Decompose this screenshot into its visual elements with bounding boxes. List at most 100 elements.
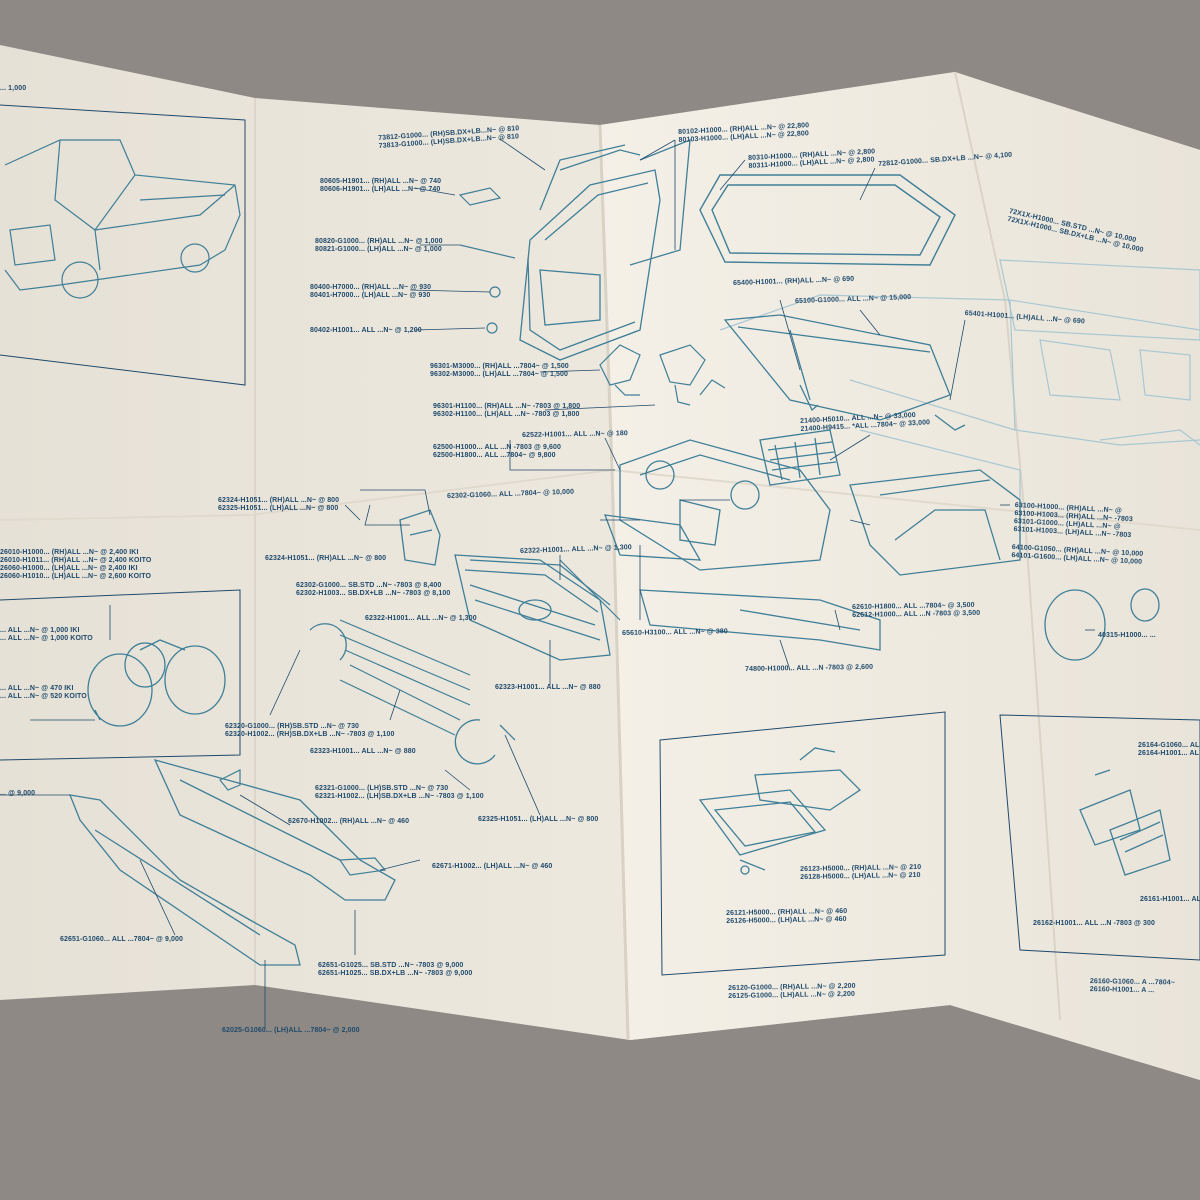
side-lamp-parts <box>1079 769 1171 876</box>
part-number-line: 62612-H1000... ALL ...N -7803 @ 3,500 <box>852 609 981 619</box>
callout-headlamp-ring: ... ALL ...N~ @ 470 IKI... ALL ...N~ @ 5… <box>0 685 87 701</box>
side-mirrors <box>599 344 726 406</box>
callout-hood-hinge-rh: 65400-H1001... (RH)ALL ...N~ @ 690 <box>733 276 854 288</box>
part-number-line: 80606-H1901... (LH)ALL ...N~ @ 740 <box>320 186 441 193</box>
part-number-line: 62322-H1001... ALL ...N~ @ 1,300 <box>520 544 632 555</box>
part-number-line: 26125-G1000... (LH)ALL ...N~ @ 2,200 <box>728 990 856 1000</box>
callout-headlamp-mount: ... ALL ...N~ @ 1,000 IKI... ALL ...N~ @… <box>0 627 93 643</box>
turn-lamp-box <box>659 711 946 976</box>
part-number-line: 26161-H1001... AL <box>1140 896 1200 903</box>
callout-side-lamp-base: 26162-H1001... ALL ...N -7803 @ 300 <box>1033 920 1155 928</box>
windshield-glass <box>699 174 956 266</box>
part-number-line: 26060-H1000... (LH)ALL ...N~ @ 2,400 IKI <box>0 565 138 572</box>
part-number-line: 62325-H1051... (LH)ALL ...N~ @ 800 <box>478 816 599 823</box>
leader-lines <box>0 138 1095 1030</box>
part-number-line: 96301-M3000... (RH)ALL ...7804~ @ 1,500 <box>430 363 569 370</box>
part-number-line: 80401-H7000... (LH)ALL ...N~ @ 930 <box>310 292 431 299</box>
paper-right-half <box>600 72 1200 1080</box>
part-number-line: 62670-H1002... (RH)ALL ...N~ @ 460 <box>288 818 410 825</box>
callout-corner-top: ... 1,000 <box>0 85 26 93</box>
callout-round-lamp: 40315-H1000... ... <box>1098 632 1156 640</box>
part-number-line: 96302-M3000... (LH)ALL ...7804~ @ 1,500 <box>430 371 569 378</box>
fender <box>849 469 1021 576</box>
part-number-line: 26164-H1001... AL <box>1138 750 1199 757</box>
part-number-line: 26160-H1001... A ... <box>1089 985 1155 995</box>
part-number-line: 26128-H5000... (LH)ALL ...N~ @ 210 <box>800 871 921 881</box>
part-number-line: 26010-H1011... (RH)ALL ...N~ @ 2,400 KOI… <box>0 557 152 564</box>
part-number-line: 62322-H1001... ALL ...N~ @ 1,300 <box>365 615 477 622</box>
part-number-line: 65400-H1001... (RH)ALL ...N~ @ 690 <box>733 275 855 287</box>
callout-bumper-end: 62025-G1060... (LH)ALL ...7804~ @ 2,000 <box>222 1027 360 1035</box>
part-number-line: 96302-H1100... (LH)ALL ...N~ -7803 @ 1,8… <box>433 411 580 418</box>
part-number-line: 62324-H1051... (RH)ALL ...N~ @ 800 <box>218 497 340 504</box>
callout-bumper-assy: 62651-G1060... ALL ...7804~ @ 9,000 <box>60 936 183 944</box>
part-number-line: 62025-G1060... (LH)ALL ...7804~ @ 2,000 <box>222 1027 360 1034</box>
part-number-line: 62522-H1001... ALL ...N~ @ 180 <box>522 430 628 439</box>
part-number-line: 62325-H1051... (LH)ALL ...N~ @ 800 <box>218 505 339 512</box>
part-number-line: 80605-H1901... (RH)ALL ...N~ @ 740 <box>320 178 442 185</box>
callout-sealed-beam: 26010-H1000... (RH)ALL ...N~ @ 2,400 IKI… <box>0 549 151 581</box>
part-number-line: 62651-G1025... SB.STD ...N~ -7803 @ 9,00… <box>318 962 464 969</box>
part-number-line: 62302-G1000... SB.STD ...N~ -7803 @ 8,40… <box>296 582 442 589</box>
round-lamp <box>1044 588 1160 661</box>
headlamp-assembly <box>87 639 226 727</box>
panel-box-top-left <box>0 104 246 386</box>
panel-box-left <box>0 589 241 761</box>
callout-fender: 63100-H1000... (RH)ALL ...N~ @ 63100-H10… <box>1013 502 1133 540</box>
callout-grille-upper: 62302-G1060... ALL ...7804~ @ 10,000 <box>447 489 574 501</box>
part-number-line: 26126-H5000... (LH)ALL ...N~ @ 460 <box>726 915 847 925</box>
part-number-line: 62324-H1051... (RH)ALL ...N~ @ 800 <box>265 555 387 562</box>
turn-lamp-parts <box>698 747 862 875</box>
radiator <box>759 429 841 486</box>
part-number-line: 62302-H1003... SB.DX+LB ...N~ -7803 @ 8,… <box>296 590 451 597</box>
part-number-line: ... ALL ...N~ @ 470 IKI <box>0 685 74 692</box>
part-number-line: 72812-G1000... SB.DX+LB ...N~ @ 4,100 <box>878 151 1013 168</box>
part-number-line: 62651-H1025... SB.DX+LB ...N~ -7803 @ 9,… <box>318 970 473 977</box>
callout-hood-hinge-lh: 65401-H1001... (LH)ALL ...N~ @ 690 <box>964 310 1086 326</box>
part-number-line: ... ALL ...N~ @ 520 KOITO <box>0 693 87 700</box>
callout-grille-assy: 62302-G1000... SB.STD ...N~ -7803 @ 8,40… <box>296 582 450 598</box>
part-number-line: 80821-G1000... (LH)ALL ...N~ @ 1,000 <box>315 246 442 253</box>
part-number-line: 40315-H1000... ... <box>1098 632 1156 639</box>
hood <box>723 314 966 431</box>
part-number-line: 62321-H1002... (LH)SB.DX+LB ...N~ -7803 … <box>315 793 484 800</box>
callout-hood: 65100-G1000... ALL ...N~ @ 15,000 <box>795 294 911 306</box>
part-number-line: 26162-H1001... ALL ...N -7803 @ 300 <box>1033 920 1156 927</box>
callout-grille-clip-top: 62522-H1001... ALL ...N~ @ 180 <box>522 430 628 440</box>
callout-grille-lower-moulding-a: 62323-H1001... ALL ...N~ @ 880 <box>495 684 601 692</box>
part-number-line: 65401-H1001... (LH)ALL ...N~ @ 690 <box>964 310 1086 326</box>
part-number-line: 62671-H1002... (LH)ALL ...N~ @ 460 <box>432 863 553 870</box>
fold-crease-horizontal <box>0 468 1200 531</box>
part-number-line: 26010-H1000... (RH)ALL ...N~ @ 2,400 IKI <box>0 549 139 556</box>
callout-side-lamp-lens: 26161-H1001... AL <box>1140 896 1200 904</box>
part-number-line: 62500-H1800... ALL ...7804~ @ 9,800 <box>433 452 556 459</box>
callout-bumper-bracket-rh: 62670-H1002... (RH)ALL ...N~ @ 460 <box>288 818 409 826</box>
callout-grille-moulding: 62322-H1001... ALL ...N~ @ 1,300 <box>520 544 632 556</box>
part-number-line: 96301-H1100... (RH)ALL ...N~ -7803 @ 1,8… <box>433 403 581 410</box>
callout-mirror-b: 96301-H1100... (RH)ALL ...N~ -7803 @ 1,8… <box>433 403 580 419</box>
part-number-line: 74800-H1000... ALL ...N -7803 @ 2,600 <box>745 663 874 673</box>
part-number-line: ... @ 9,000 <box>0 790 36 797</box>
callout-bezel-lh: 62325-H1051... (LH)ALL ...N~ @ 800 <box>478 816 598 824</box>
part-number-line: 80400-H7000... (RH)ALL ...N~ @ 930 <box>310 284 432 291</box>
part-number-line: 26164-G1060... AL <box>1138 742 1200 749</box>
callout-grille-moulding-mid: 62322-H1001... ALL ...N~ @ 1,300 <box>365 615 477 623</box>
side-lamp-box <box>999 714 1200 961</box>
callout-door-striker: 80402-H1001... ALL ...N~ @ 1,200 <box>310 327 422 335</box>
part-number-line: ... ALL ...N~ @ 1,000 IKI <box>0 627 80 634</box>
